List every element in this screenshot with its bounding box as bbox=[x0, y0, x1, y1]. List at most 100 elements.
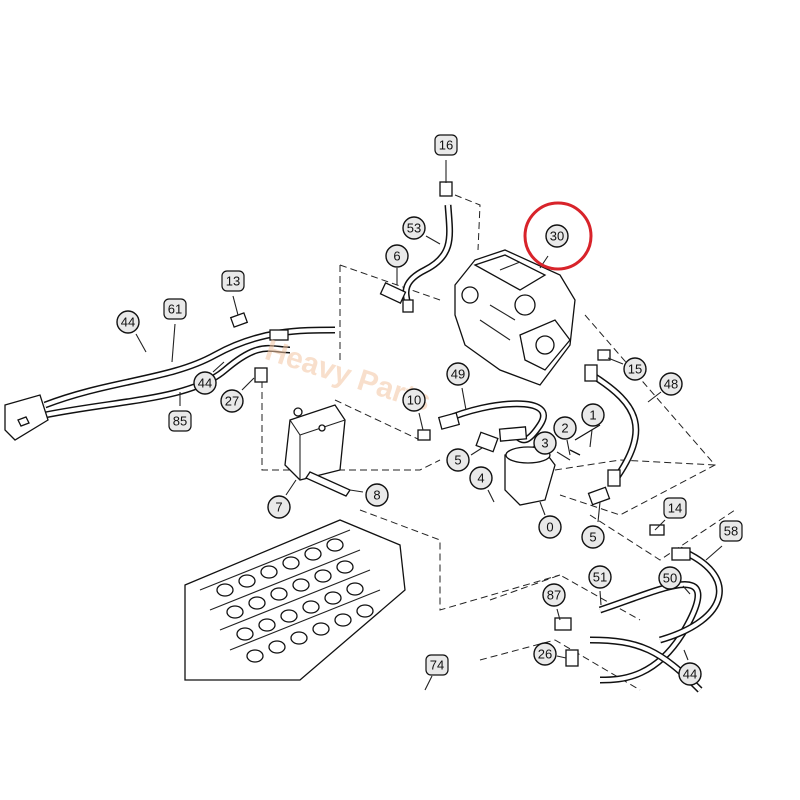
callout-bubble bbox=[385, 244, 409, 268]
callout-label: 51 bbox=[593, 570, 607, 585]
leader-line bbox=[607, 357, 624, 365]
valve-spool bbox=[280, 609, 298, 623]
hose-53 bbox=[379, 181, 454, 313]
callout-bubble bbox=[221, 270, 245, 292]
callout-label: 85 bbox=[173, 414, 187, 429]
callout-50: 50 bbox=[658, 566, 691, 595]
callout-bubble bbox=[623, 357, 647, 381]
callout-bubble bbox=[469, 466, 493, 490]
leader-line bbox=[556, 608, 561, 621]
callout-85: 85 bbox=[168, 392, 192, 432]
valve-spool bbox=[326, 538, 344, 552]
callout-74: 74 bbox=[424, 654, 449, 691]
leader-line bbox=[349, 489, 364, 493]
leader-line bbox=[682, 585, 691, 595]
callout-bubble bbox=[538, 515, 562, 539]
callout-label: 44 bbox=[683, 667, 697, 682]
leader-line bbox=[487, 489, 495, 503]
leader-line bbox=[418, 412, 424, 431]
callout-label: 61 bbox=[168, 302, 182, 317]
leader-line bbox=[683, 649, 689, 661]
callout-1: 1 bbox=[581, 403, 605, 448]
callout-label: 15 bbox=[628, 362, 642, 377]
callout-label: 6 bbox=[393, 249, 400, 264]
callout-bubble bbox=[533, 642, 557, 666]
callout-13: 13 bbox=[221, 270, 245, 316]
callout-bubble bbox=[446, 362, 470, 386]
callout-bubble bbox=[542, 583, 566, 607]
callout-bubble bbox=[434, 134, 458, 156]
callout-44: 44 bbox=[193, 361, 225, 395]
valve-spool bbox=[236, 627, 254, 641]
callout-bubble bbox=[402, 388, 426, 412]
callout-bubble bbox=[402, 216, 426, 240]
leader-line bbox=[425, 235, 441, 245]
callout-0: 0 bbox=[538, 501, 562, 539]
valve-spool bbox=[292, 578, 310, 592]
callout-15: 15 bbox=[607, 357, 647, 381]
callout-bubble bbox=[581, 403, 605, 427]
callout-6: 6 bbox=[385, 244, 409, 285]
callout-label: 3 bbox=[541, 436, 548, 451]
callout-bubble bbox=[659, 372, 683, 396]
valve-spool bbox=[302, 600, 320, 614]
callout-label: 49 bbox=[451, 367, 465, 382]
leader-line bbox=[597, 501, 601, 523]
callout-layer: 1653630136144442785491015481235405781458… bbox=[116, 134, 743, 691]
valve-spool bbox=[334, 613, 352, 627]
leader-line bbox=[599, 590, 602, 606]
callout-27: 27 bbox=[220, 377, 255, 413]
callout-label: 0 bbox=[546, 520, 553, 535]
control-valve-assembly bbox=[184, 519, 406, 681]
callout-label: 4 bbox=[477, 471, 484, 486]
callout-bubble bbox=[425, 654, 449, 676]
callout-label: 30 bbox=[550, 229, 564, 244]
callout-10: 10 bbox=[402, 388, 426, 431]
leader-line bbox=[647, 391, 662, 403]
valve-spool bbox=[312, 622, 330, 636]
callout-5: 5 bbox=[446, 447, 483, 472]
callout-bubble bbox=[663, 497, 687, 519]
leader-line bbox=[135, 333, 147, 353]
leader-line bbox=[566, 439, 571, 456]
valve-spool bbox=[258, 618, 276, 632]
leader-line bbox=[589, 429, 593, 448]
callout-87: 87 bbox=[542, 583, 566, 621]
valve-spool bbox=[226, 605, 244, 619]
callout-61: 61 bbox=[163, 298, 187, 363]
valve-spool bbox=[346, 582, 364, 596]
highlight-circle bbox=[523, 201, 593, 271]
valve-spool bbox=[246, 649, 264, 663]
leader-line bbox=[556, 451, 571, 461]
callout-bubble bbox=[116, 310, 140, 334]
valve-spool bbox=[324, 591, 342, 605]
callout-label: 14 bbox=[668, 501, 682, 516]
callout-label: 58 bbox=[724, 524, 738, 539]
callout-label: 10 bbox=[407, 393, 421, 408]
callout-bubble bbox=[220, 389, 244, 413]
callout-bubble bbox=[719, 520, 743, 542]
hose-48 bbox=[584, 349, 640, 487]
callout-bubble bbox=[678, 662, 702, 686]
hose-49 bbox=[417, 400, 547, 453]
callout-8: 8 bbox=[349, 483, 389, 507]
callout-53: 53 bbox=[402, 216, 441, 245]
leader-line bbox=[171, 323, 176, 363]
callout-4: 4 bbox=[469, 466, 495, 503]
leader-line bbox=[705, 545, 723, 561]
callout-30: 30 bbox=[539, 224, 569, 269]
callout-label: 26 bbox=[538, 647, 552, 662]
callout-bubble bbox=[193, 371, 217, 395]
callout-label: 50 bbox=[663, 571, 677, 586]
callout-5: 5 bbox=[581, 501, 605, 549]
callout-label: 5 bbox=[589, 530, 596, 545]
callout-label: 27 bbox=[225, 394, 239, 409]
callout-58: 58 bbox=[705, 520, 743, 561]
leader-line bbox=[539, 501, 546, 516]
valve-spool bbox=[238, 574, 256, 588]
valve-spool bbox=[290, 631, 308, 645]
callout-bubble bbox=[533, 431, 557, 455]
callout-51: 51 bbox=[588, 565, 612, 606]
callout-label: 1 bbox=[589, 408, 596, 423]
